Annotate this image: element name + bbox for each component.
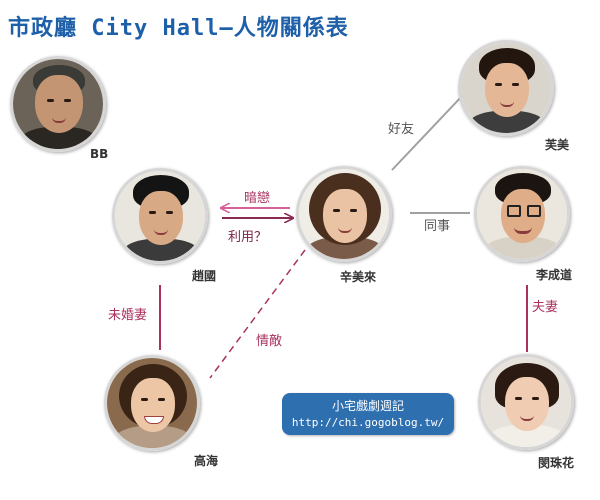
blog-name: 小宅戲劇週記 (331, 399, 404, 413)
li-cheng-dao-portrait (474, 166, 570, 262)
label-secret-love: 暗戀 (244, 191, 271, 206)
person-xin-mei-lai (296, 166, 392, 262)
line-good-friend (391, 94, 464, 171)
name-bb: BB (90, 147, 109, 161)
name-min-zhu-hua: 閔珠花 (538, 456, 575, 470)
label-good-friend: 好友 (388, 122, 415, 137)
name-gao-hai: 高海 (194, 454, 219, 468)
person-zhao-guo (112, 168, 208, 264)
min-zhu-hua-portrait (478, 354, 574, 450)
xin-mei-lai-portrait (296, 166, 392, 262)
label-colleague: 同事 (424, 219, 451, 234)
gao-hai-portrait (104, 355, 200, 451)
zhao-guo-portrait (112, 168, 208, 264)
label-use: 利用？ (228, 230, 268, 245)
blog-badge[interactable]: 小宅戲劇週記 http://chi.gogoblog.tw/ (282, 393, 454, 435)
person-li-cheng-dao (474, 166, 570, 262)
title-zh-suffix: —人物關係表 (219, 16, 349, 41)
page-title: 市政廳 City Hall—人物關係表 (8, 10, 349, 42)
label-rival: 情敵 (256, 334, 283, 349)
person-fu-mei (458, 40, 554, 136)
label-husband: 夫妻 (532, 300, 559, 315)
bb-portrait (10, 56, 106, 152)
person-bb (10, 56, 106, 152)
name-zhao-guo: 趙國 (192, 269, 217, 283)
label-fiance: 未婚妻 (108, 308, 148, 323)
person-gao-hai (104, 355, 200, 451)
person-min-zhu-hua (478, 354, 574, 450)
fu-mei-portrait (458, 40, 554, 136)
name-fu-mei: 芙美 (545, 138, 570, 152)
line-rival (209, 249, 306, 379)
name-li-cheng-dao: 李成道 (536, 268, 573, 282)
blog-url[interactable]: http://chi.gogoblog.tw/ (291, 416, 445, 429)
title-en: City Hall (91, 16, 220, 41)
title-zh-prefix: 市政廳 (8, 16, 78, 41)
name-xin-mei-lai: 辛美來 (340, 270, 377, 284)
